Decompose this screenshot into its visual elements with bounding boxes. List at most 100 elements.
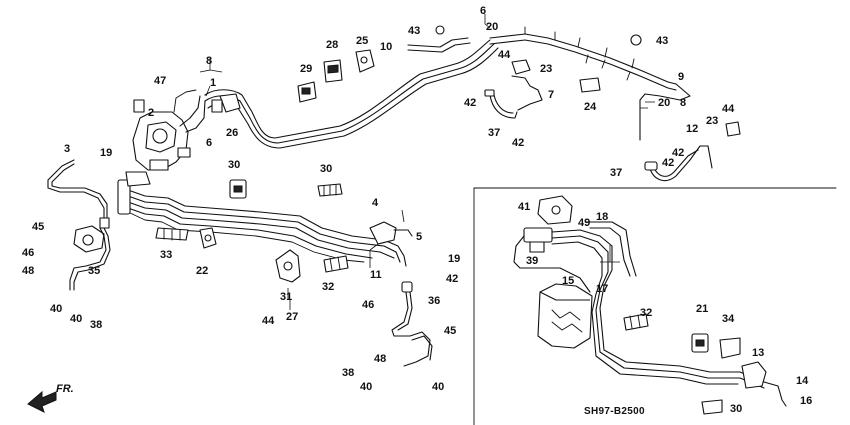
callout: 2 [148,107,154,119]
callout: 12 [686,123,698,135]
callout: 30 [320,163,332,175]
bracket-41 [537,195,573,225]
callout: 16 [800,395,812,407]
inset-brake-line-bundle [513,221,765,389]
callout: 20 [658,97,670,109]
callout: 30 [228,159,240,171]
callout: 26 [226,127,238,139]
callout: 45 [444,325,456,337]
callout: 44 [722,103,735,115]
callout: 44 [262,315,275,327]
clip-32-inset [623,313,649,331]
callout: 42 [662,157,674,169]
callout: 35 [88,265,100,277]
brake-tube-7 [511,75,543,111]
callout: 42 [464,97,476,109]
bracket-13-14 [741,361,787,407]
callout: 46 [22,247,34,259]
callout: 42 [672,147,684,159]
clip-30-center [317,183,343,197]
callout: 43 [656,35,668,47]
callout: 19 [100,147,112,159]
brake-hose-37-right [644,145,713,182]
callout: 48 [374,353,386,365]
callout: 20 [486,21,498,33]
clip-28 [323,59,343,83]
bolt-43-right [630,34,642,46]
callout: 10 [380,41,392,53]
callout: 45 [32,221,44,233]
clip-32-center [323,255,349,273]
callout: 5 [416,231,422,243]
callout: 11 [370,269,382,281]
callout: 31 [280,291,292,303]
callout: 23 [540,63,552,75]
junction-block-left [117,171,151,215]
callout: 3 [64,143,70,155]
callout: 46 [362,299,374,311]
callout: 49 [578,217,590,229]
master-cylinder [537,283,593,349]
callout: 40 [70,313,82,325]
callout: 21 [696,303,708,315]
clip-25 [355,49,375,73]
bracket-26 [211,93,241,113]
callout: 22 [196,265,208,277]
callout: 19 [448,253,460,265]
clip-33 [155,227,189,241]
valve-39 [523,227,553,253]
callout: 47 [154,75,166,87]
callout: 40 [360,381,372,393]
callout: 4 [372,197,379,209]
modulator-line-b [179,95,201,127]
callout: 43 [408,25,420,37]
clip-29 [297,81,317,103]
callout: 15 [562,275,574,287]
callout: 7 [548,89,554,101]
callout: 33 [160,249,172,261]
callout: 41 [518,201,530,213]
callout: 30 [730,403,742,415]
brake-line-9 [489,26,677,91]
callout: 28 [326,39,338,51]
callout: 48 [22,265,34,277]
brake-tube-10b [407,42,471,53]
callout: 37 [610,167,622,179]
callout: 42 [512,137,524,149]
callout: 6 [206,137,212,149]
bolt-43-top [435,25,445,35]
callout: 18 [596,211,608,223]
fitting-23-upper [511,59,531,75]
inset-frame [473,187,837,425]
callout: 25 [356,35,368,47]
diagram-code: SH97-B2500 [584,406,645,417]
callout: 32 [322,281,334,293]
callout: 36 [428,295,440,307]
clip-24 [579,77,601,93]
modulator-unit [132,99,191,171]
callout: 1 [210,77,216,89]
callout: 24 [584,101,597,113]
bracket-31-27 [275,249,301,283]
callout: 32 [640,307,652,319]
leader-lines [199,14,655,310]
lower-brake-line-bundle [127,189,407,267]
modulator-line-a [185,100,206,133]
callout: 29 [300,63,312,75]
callout: 38 [342,367,354,379]
modulator-line-c [173,89,197,113]
callout: 44 [498,49,511,61]
callout: 6 [480,5,486,17]
brake-line-3 [47,159,110,229]
clip-30-inset [701,399,723,415]
bracket-4-5 [369,221,413,245]
callout: 34 [722,313,735,325]
callout: 23 [706,115,718,127]
clip-34 [719,337,741,359]
callout: 40 [50,303,62,315]
callout: 27 [286,311,298,323]
callout: 39 [526,255,538,267]
callout: 38 [90,319,102,331]
